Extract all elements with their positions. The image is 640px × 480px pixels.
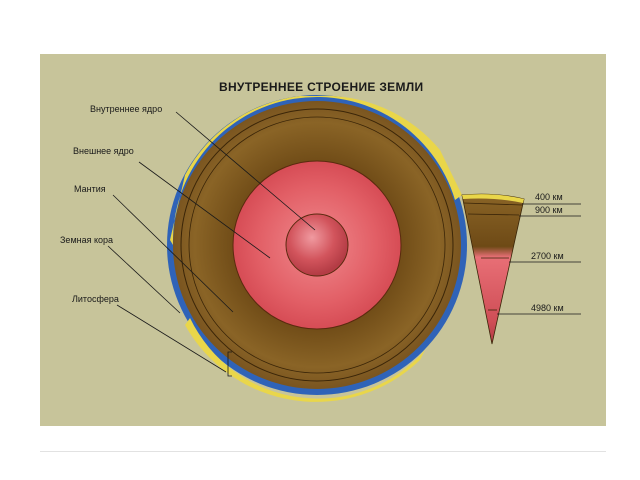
label-crust: Земная кора (60, 235, 113, 245)
label-inner-core: Внутреннее ядро (90, 104, 162, 114)
wedge-line-900 (467, 213, 520, 216)
depth-label-900: 900 км (535, 205, 563, 215)
depth-label-2700: 2700 км (531, 251, 564, 261)
depth-label-4980: 4980 км (531, 303, 564, 313)
leader-crust (107, 245, 181, 314)
label-lithosphere: Литосфера (72, 294, 119, 304)
lithosphere-bracket (227, 351, 232, 377)
upper-mantle-boundary (180, 108, 454, 382)
leader-lithosphere (116, 304, 227, 373)
leader-outer-core (138, 161, 271, 259)
depth-label-400: 400 км (535, 192, 563, 202)
diagram-title: ВНУТРЕННЕЕ СТРОЕНИЕ ЗЕМЛИ (219, 80, 423, 94)
leader-mantle (112, 194, 234, 313)
mid-mantle-boundary (188, 116, 446, 374)
leader-inner-core (175, 111, 316, 231)
crust-land-bottom (185, 318, 425, 402)
wedge-line-400 (463, 202, 523, 206)
label-mantle: Мантия (74, 184, 106, 194)
divider (40, 451, 606, 452)
inner-core-layer (285, 213, 349, 277)
cross-section-wedge (461, 193, 525, 345)
label-outer-core: Внешнее ядро (73, 146, 134, 156)
wedge-crust (462, 194, 524, 203)
